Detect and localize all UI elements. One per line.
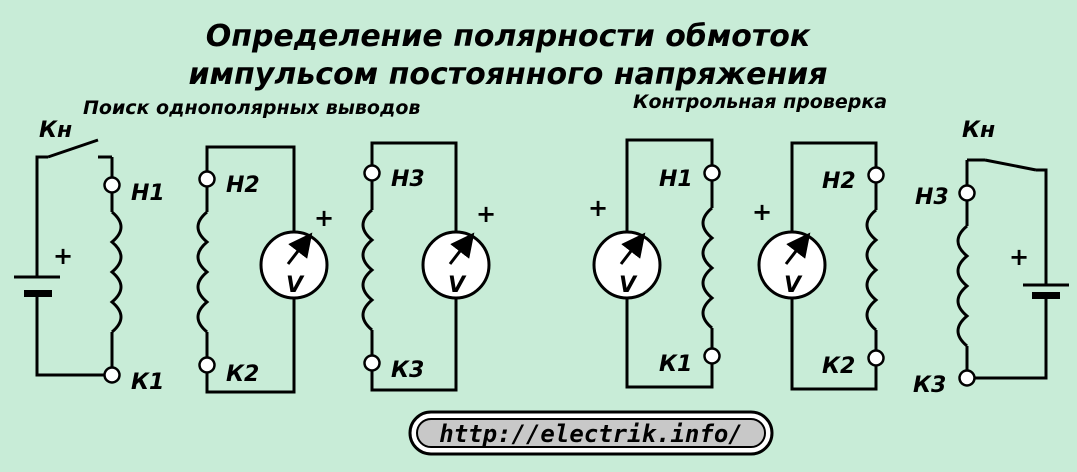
terminal-h3 — [958, 184, 976, 202]
wire — [1036, 168, 1048, 285]
label-k3: К3 — [913, 373, 946, 398]
wire — [370, 141, 458, 232]
title-line-2: импульсом постоянного напряжения — [189, 57, 828, 92]
label-k2: К2 — [226, 362, 259, 387]
winding-1-coil — [701, 206, 715, 330]
label-k1: К1 — [131, 370, 164, 395]
voltmeter-icon — [421, 230, 491, 300]
wire — [370, 298, 458, 392]
label-h3: Н3 — [391, 167, 425, 192]
terminal-h1 — [703, 164, 721, 182]
label-h2: Н2 — [226, 173, 260, 198]
terminal-k1 — [103, 366, 121, 384]
wire — [625, 298, 714, 389]
switch-label: Кн — [962, 118, 995, 143]
terminal-k2 — [198, 356, 216, 374]
label-k1: К1 — [659, 352, 692, 377]
terminal-k3 — [363, 354, 381, 372]
terminal-h1 — [103, 176, 121, 194]
battery-short-plate — [24, 290, 52, 297]
switch-blade — [984, 158, 1037, 172]
winding-3-coil — [956, 224, 970, 348]
terminal-h2 — [867, 166, 885, 184]
circuit-winding-3-left — [361, 141, 491, 392]
voltmeter-icon — [757, 230, 827, 300]
wire — [975, 299, 1048, 380]
url-badge — [408, 410, 774, 456]
site-url: http://electrik.info/ — [439, 420, 742, 448]
wire — [205, 298, 296, 394]
label-h1: Н1 — [131, 181, 165, 206]
wire-left-top — [35, 155, 48, 277]
circuit-winding-2-right — [757, 141, 885, 391]
wire-left-bottom — [35, 297, 104, 377]
terminal-k2 — [867, 349, 885, 367]
wire — [790, 298, 878, 391]
voltmeter-icon — [259, 230, 329, 300]
voltmeter-icon — [592, 230, 662, 300]
wire — [625, 138, 714, 232]
voltmeter-letter: V — [619, 273, 638, 298]
circuit-winding-1-right — [592, 138, 721, 389]
label-h1: Н1 — [659, 167, 693, 192]
terminal-k3 — [958, 369, 976, 387]
winding-2-coil — [865, 208, 879, 332]
battery-short-plate — [1032, 292, 1060, 299]
winding-3-coil — [361, 208, 375, 332]
circuit-source-left — [14, 138, 123, 384]
label-k2: К2 — [822, 354, 855, 379]
label-h2: Н2 — [822, 169, 856, 194]
voltmeter-letter: V — [784, 273, 803, 298]
terminal-h3 — [363, 164, 381, 182]
winding-1-coil — [109, 210, 123, 334]
subtitle-right: Контрольная проверка — [633, 91, 887, 113]
voltmeter-letter: V — [286, 273, 305, 298]
meter-plus-sign: + — [588, 194, 608, 222]
wire — [790, 141, 878, 232]
title-line-1: Определение полярности обмоток — [206, 19, 811, 54]
label-h3: Н3 — [915, 185, 949, 210]
voltmeter-letter: V — [448, 273, 467, 298]
battery-plus-sign: + — [53, 242, 73, 270]
terminal-k1 — [703, 347, 721, 365]
label-k3: К3 — [391, 358, 424, 383]
terminal-h2 — [198, 170, 216, 188]
wire — [205, 145, 296, 232]
switch-label: Кн — [39, 118, 72, 143]
winding-2-coil — [196, 210, 210, 334]
meter-plus-sign: + — [476, 200, 496, 228]
circuit-winding-2-left — [196, 145, 329, 394]
circuit-source-right — [956, 158, 1069, 387]
meter-plus-sign: + — [314, 204, 334, 232]
subtitle-left: Поиск однополярных выводов — [83, 97, 420, 119]
switch-blade — [47, 138, 99, 159]
battery-plus-sign: + — [1009, 243, 1029, 271]
meter-plus-sign: + — [752, 198, 772, 226]
